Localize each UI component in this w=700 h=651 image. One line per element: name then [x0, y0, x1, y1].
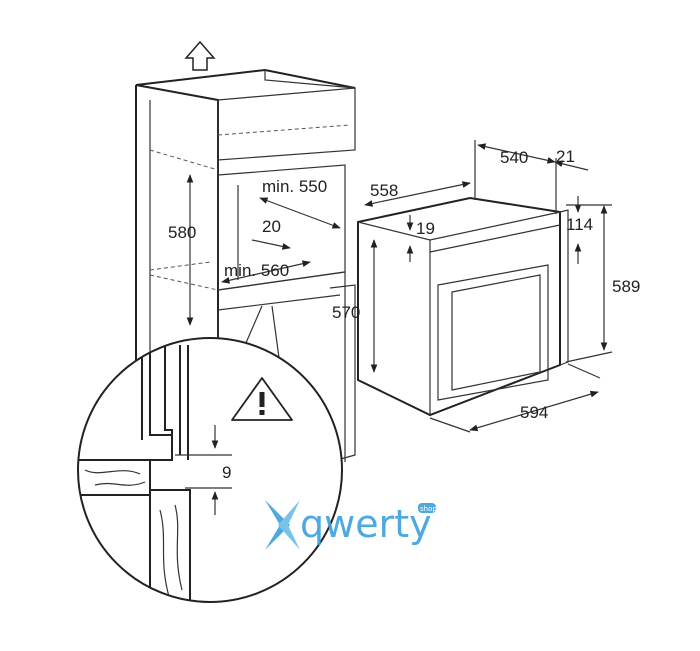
cabinet-dimensions: 580 min. 550 20 min. 560	[168, 174, 341, 326]
dim-total-height: 589	[612, 277, 640, 296]
oven-dimensions: 558 540 21 19 114 570 589 594	[332, 140, 640, 433]
watermark-brand: qwerty	[300, 502, 432, 546]
ventilation-arrow-icon	[184, 40, 216, 71]
warning-icon	[231, 377, 293, 421]
dim-oven-depth-total: 558	[370, 181, 398, 200]
dim-oven-depth-body: 540	[500, 148, 528, 167]
dim-cabinet-width: min. 550	[262, 177, 327, 196]
dim-detail-gap: 9	[222, 463, 231, 482]
dim-gap: 20	[262, 217, 281, 236]
dim-panel-height: 114	[566, 215, 593, 234]
detail-view: 9	[77, 305, 343, 603]
watermark-badge: shop	[420, 505, 437, 513]
oven	[357, 196, 569, 417]
watermark-logo: qwerty shop	[265, 500, 437, 550]
dim-cabinet-depth: min. 560	[224, 261, 289, 280]
dim-top-offset: 19	[416, 219, 435, 238]
dim-cabinet-height: 580	[168, 223, 196, 242]
dim-front-thickness: 21	[556, 147, 575, 166]
dim-oven-width: 594	[520, 403, 548, 422]
dim-oven-height: 570	[332, 303, 360, 322]
